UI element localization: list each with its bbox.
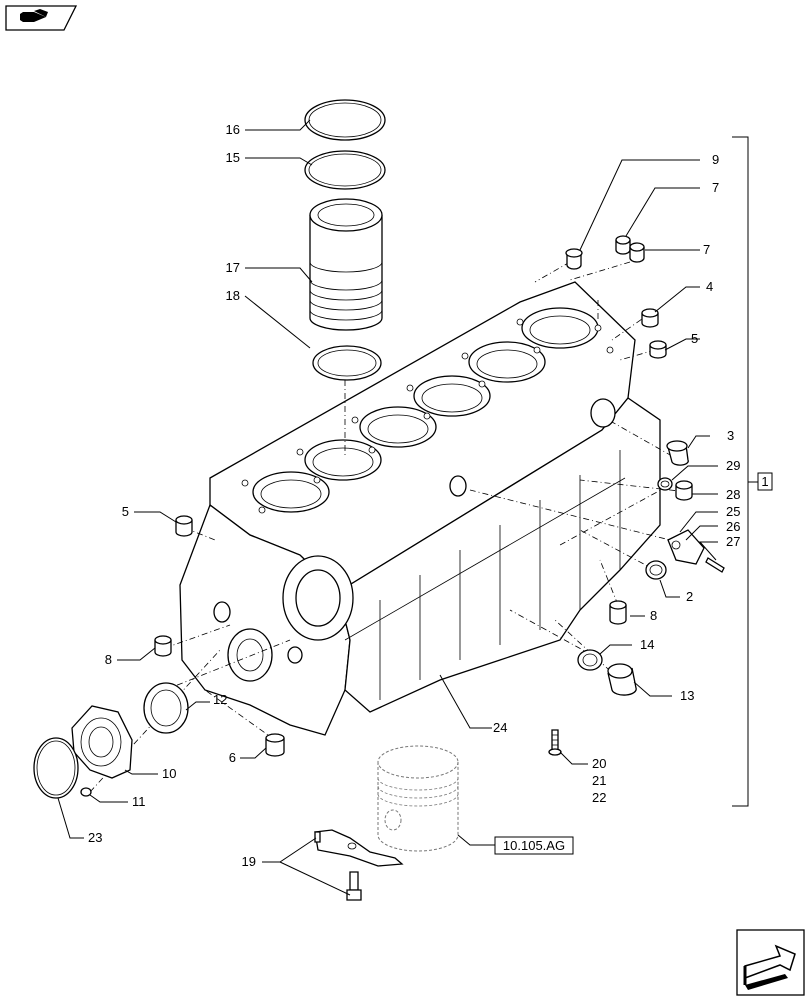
callout-7a: 7 — [712, 180, 719, 195]
callout-labels: 16 15 17 18 9 7 7 4 5 3 29 28 25 26 27 2… — [88, 122, 740, 869]
callout-26: 26 — [726, 519, 740, 534]
bolt-11 — [80, 787, 92, 797]
callout-16: 16 — [226, 122, 240, 137]
callout-7b: 7 — [703, 242, 710, 257]
leader-lines — [57, 119, 718, 896]
group-label: 1 — [761, 474, 768, 489]
nozzle-bracket-19 — [314, 829, 404, 901]
callout-20: 20 — [592, 756, 606, 771]
callout-27: 27 — [726, 534, 740, 549]
callout-25: 25 — [726, 504, 740, 519]
plug-5a — [649, 340, 667, 359]
group-bracket — [732, 136, 773, 807]
callout-22: 22 — [592, 790, 606, 805]
washer-29 — [657, 477, 673, 491]
plug-9 — [565, 248, 583, 270]
callout-11: 11 — [132, 794, 146, 809]
seal-14 — [577, 649, 603, 671]
callout-8a: 8 — [650, 608, 657, 623]
reference-box[interactable]: 10.105.AG — [494, 836, 574, 855]
ring-23 — [33, 737, 79, 799]
callout-6: 6 — [229, 750, 236, 765]
callout-15: 15 — [226, 150, 240, 165]
cover-26 — [667, 529, 705, 565]
callout-5b: 5 — [122, 504, 129, 519]
plug-6 — [265, 733, 285, 757]
callout-13: 13 — [680, 688, 694, 703]
ring-2 — [645, 560, 667, 580]
callout-23: 23 — [88, 830, 102, 845]
seal-ring-16 — [304, 99, 386, 141]
piston-reference — [377, 745, 459, 852]
cover-10 — [71, 705, 133, 779]
callout-18: 18 — [226, 288, 240, 303]
plug-5b — [175, 515, 193, 537]
plug-7b — [629, 242, 645, 263]
book-pointer-icon[interactable] — [5, 5, 78, 31]
plug-4 — [641, 308, 659, 328]
callout-14: 14 — [640, 637, 654, 652]
plug-8a — [609, 600, 627, 625]
plug-3 — [666, 440, 689, 466]
callout-19: 19 — [242, 854, 256, 869]
callout-8b: 8 — [105, 652, 112, 667]
seal-ring-15 — [304, 150, 386, 190]
callout-24: 24 — [493, 720, 507, 735]
callout-12: 12 — [213, 692, 227, 707]
callout-17: 17 — [226, 260, 240, 275]
cylinder-liner-17 — [309, 198, 383, 331]
next-page-arrow-icon[interactable] — [736, 929, 805, 996]
bolt-27 — [705, 557, 725, 573]
callout-3: 3 — [727, 428, 734, 443]
callout-10: 10 — [162, 766, 176, 781]
callout-9: 9 — [712, 152, 719, 167]
reference-label: 10.105.AG — [503, 838, 565, 853]
engine-block — [179, 281, 661, 736]
plug-13 — [607, 663, 637, 696]
callout-4: 4 — [706, 279, 713, 294]
callout-21: 21 — [592, 773, 606, 788]
bolt-20 — [548, 729, 562, 756]
seal-ring-18 — [312, 345, 382, 381]
plug-28 — [675, 480, 693, 501]
plug-7a — [615, 235, 631, 255]
callout-28: 28 — [726, 487, 740, 502]
callout-2: 2 — [686, 589, 693, 604]
plug-8b — [154, 635, 172, 657]
callout-5a: 5 — [691, 331, 698, 346]
seal-12 — [143, 682, 189, 734]
callout-29: 29 — [726, 458, 740, 473]
